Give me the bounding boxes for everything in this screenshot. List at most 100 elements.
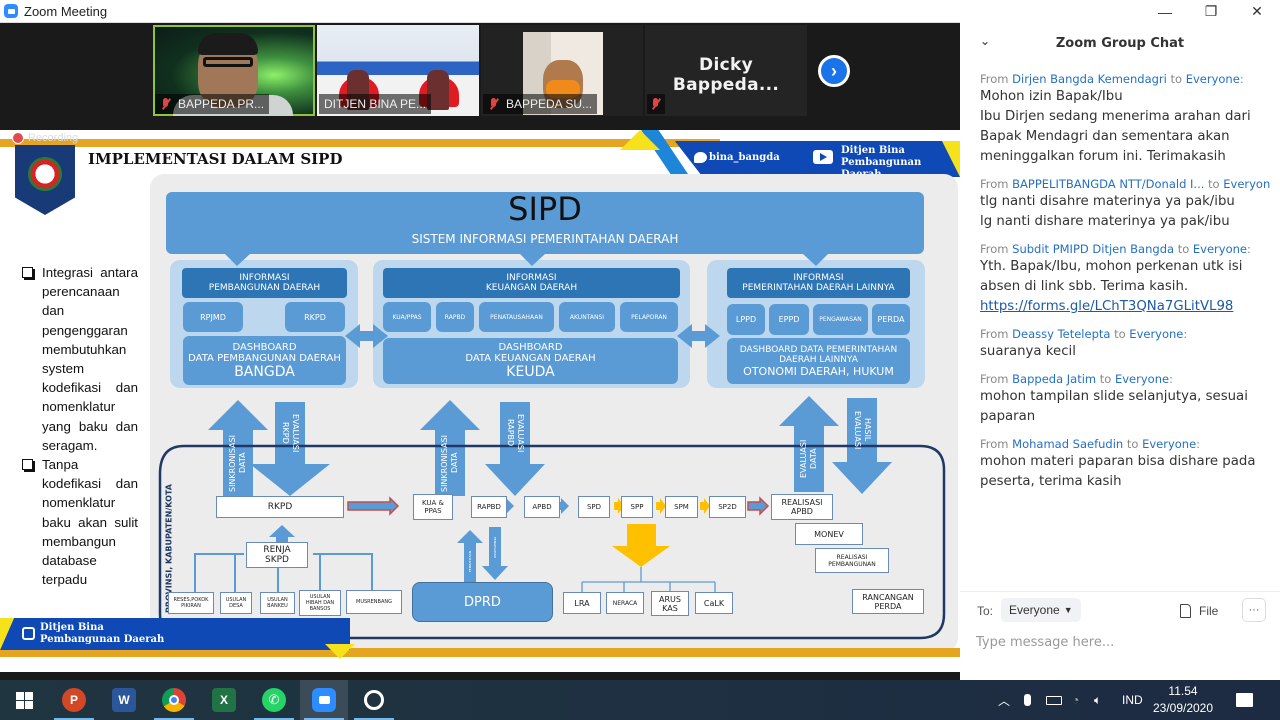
recipient-name[interactable]: Everyone — [1185, 72, 1240, 86]
notification-center-icon[interactable] — [1236, 680, 1253, 720]
wifi-icon[interactable]: ◔ — [1072, 693, 1080, 707]
recipient-name[interactable]: Everyone — [1192, 242, 1247, 256]
participant-name: Dicky Bappeda... — [672, 55, 780, 95]
from-label: From — [980, 437, 1009, 451]
taskbar-app-powerpoint[interactable]: P — [50, 680, 98, 720]
chat-message-input[interactable] — [976, 630, 1266, 654]
next-page-button[interactable]: › — [818, 55, 850, 87]
gauge-icon — [364, 690, 384, 710]
sender-name[interactable]: BAPPELITBANGDA NTT/Donald I... — [1012, 177, 1205, 191]
language-indicator[interactable]: IND — [1122, 693, 1143, 707]
taskbar-app-whatsapp[interactable]: ✆ — [250, 680, 298, 720]
chevron-right-icon: › — [831, 60, 837, 81]
powerpoint-icon: P — [62, 688, 86, 712]
file-button[interactable]: File — [1180, 599, 1218, 623]
instagram-icon — [22, 627, 35, 640]
recipient-name[interactable]: Everyone — [1223, 177, 1270, 191]
volume-icon[interactable]: 🔈︎ — [1094, 692, 1102, 707]
chat-message-text: Ibu Dirjen sedang menerima arahan dari B… — [980, 109, 1251, 164]
sipd-header-box: SIPD SISTEM INFORMASI PEMERINTAHAN DAERA… — [166, 190, 924, 254]
taskbar-clock[interactable]: 11.54 23/09/2020 — [1150, 683, 1216, 717]
taskbar-app-chrome[interactable] — [150, 680, 198, 720]
bottom-banner: Ditjen Bina Pembangunan Daerah — [0, 618, 960, 672]
flow-rkpd: RKPD — [216, 496, 344, 518]
chevron-down-icon[interactable]: ⌄ — [980, 34, 991, 48]
report-connector — [581, 567, 716, 592]
recording-indicator[interactable]: Recording — [12, 132, 78, 144]
shared-screen-slide: Recording IMPLEMENTASI DALAM SIPD bina_b… — [0, 130, 960, 672]
bullet-item: Tanpa kodefikasi dan nomenklatur baku ak… — [20, 455, 138, 589]
input-connector — [194, 553, 244, 592]
chat-message-text: mohon tampilan slide selanjutya, sesuai … — [980, 389, 1248, 424]
window-controls: — ❐ ✕ — [960, 0, 1280, 23]
decorative-bar — [0, 139, 720, 147]
participant-tile[interactable]: BAPPEDA SU... — [481, 25, 643, 116]
to-label: to — [1099, 372, 1112, 386]
participant-filmstrip: BAPPEDA PR... DITJEN BINA PE... BAPPEDA … — [0, 23, 960, 123]
muted-mic-icon — [650, 98, 662, 110]
more-options-button[interactable]: ··· — [1242, 598, 1266, 622]
recipient-name[interactable]: Everyone — [1129, 327, 1184, 341]
zoom-icon — [312, 688, 336, 712]
participant-name-bar: BAPPEDA SU... — [483, 94, 598, 114]
sender-name[interactable]: Dirjen Bangda Kemendagri — [1012, 72, 1167, 86]
taskbar-app-excel[interactable]: X — [200, 680, 248, 720]
chat-message: From BAPPELITBANGDA NTT/Donald I... to E… — [980, 176, 1270, 232]
flow-chain-step: KUA &PPAS — [413, 494, 453, 520]
recording-dot-icon — [12, 132, 24, 144]
battery-icon[interactable] — [1046, 680, 1062, 720]
file-icon — [1180, 604, 1191, 618]
module-name: KEUDA — [506, 364, 555, 380]
minimize-button[interactable]: — — [1158, 3, 1172, 20]
sender-name[interactable]: Bappeda Jatim — [1012, 372, 1097, 386]
flow-input: MUSRENBANG — [346, 590, 402, 614]
participant-name: BAPPEDA PR... — [178, 97, 265, 111]
sipd-title: SIPD — [508, 190, 582, 228]
window-title-bar: Zoom Meeting — [0, 0, 960, 23]
module-item: EPPD — [769, 304, 809, 335]
module-item: PENATAUSAHAAN — [479, 302, 554, 332]
participant-tile[interactable]: DITJEN BINA PE... — [317, 25, 479, 116]
chat-message-meta: From Bappeda Jatim to Everyone: — [980, 372, 1173, 386]
chat-message: From Mohamad Saefudin to Everyone:mohon … — [980, 436, 1270, 492]
participant-tile[interactable]: Dicky Bappeda... — [645, 25, 807, 116]
chat-message-link[interactable]: https://forms.gle/LChT3QNa7GLitVL98 — [980, 299, 1234, 314]
chat-message-list[interactable]: From Dirjen Bangda Kemendagri to Everyon… — [980, 71, 1270, 501]
chat-message-text: lg nanti dishare materinya ya pak/ibu — [980, 214, 1230, 229]
restore-button[interactable]: ❐ — [1204, 3, 1218, 19]
taskbar-app-zoom[interactable] — [300, 680, 348, 720]
chat-message: From Bappeda Jatim to Everyone: mohon tam… — [980, 371, 1270, 427]
taskbar-app-word[interactable]: W — [100, 680, 148, 720]
from-label: From — [980, 177, 1009, 191]
chat-message-meta: From BAPPELITBANGDA NTT/Donald I... to E… — [980, 176, 1270, 192]
module-item: PELAPORAN — [620, 302, 678, 332]
participant-tile[interactable]: BAPPEDA PR... — [153, 25, 315, 116]
microphone-icon[interactable] — [1024, 680, 1031, 720]
module-item: RAPBD — [436, 302, 474, 332]
window-title: Zoom Meeting — [24, 3, 108, 19]
youtube-icon — [813, 150, 833, 164]
recipient-name[interactable]: Everyone — [1142, 437, 1197, 451]
start-button[interactable] — [0, 680, 48, 720]
sender-name[interactable]: Mohamad Saefudin — [1012, 437, 1124, 451]
module-item: RPJMD — [183, 302, 243, 332]
close-button[interactable]: ✕ — [1251, 3, 1263, 19]
chevron-down-icon: ▼ — [1063, 605, 1073, 615]
excel-icon: X — [212, 688, 236, 712]
whatsapp-icon: ✆ — [262, 688, 286, 712]
tray-overflow-chevron-icon[interactable]: ︿ — [998, 693, 1011, 708]
sender-name[interactable]: Deassy Tetelepta — [1012, 327, 1111, 341]
module-dashboard: DASHBOARD DATA PEMERINTAHAN DAERAH LAINN… — [727, 338, 910, 384]
recipient-dropdown[interactable]: Everyone ▼ — [1001, 598, 1081, 622]
clock-date: 23/09/2020 — [1152, 701, 1214, 715]
bullet-item: Integrasi antara perencanaan dan pengeng… — [20, 263, 138, 455]
module-item: KUA/PPAS — [383, 302, 431, 332]
arrow-label: PEMBAHASAN — [468, 551, 472, 573]
red-outlined-arrow — [347, 496, 400, 516]
taskbar-app-speedtest[interactable] — [350, 680, 398, 720]
sender-name[interactable]: Subdit PMIPD Ditjen Bangda — [1012, 242, 1175, 256]
recipient-name[interactable]: Everyone — [1114, 372, 1170, 386]
